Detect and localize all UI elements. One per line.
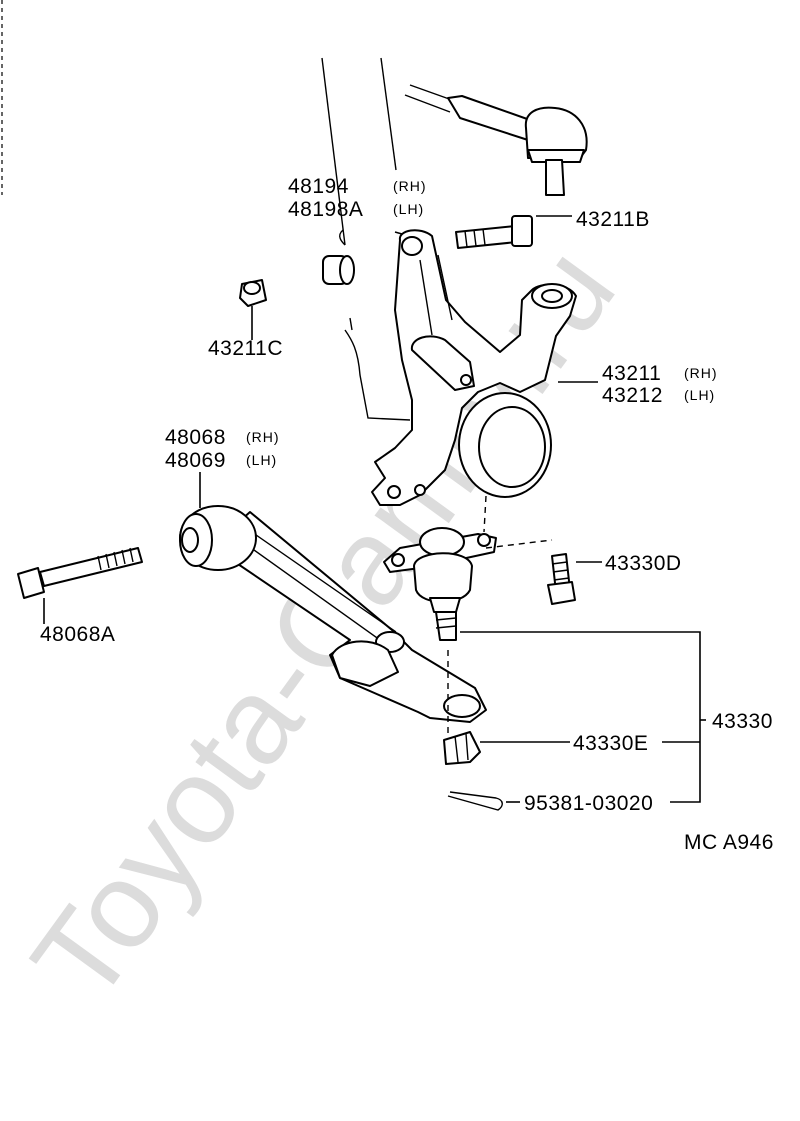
label-48068A: 48068A — [40, 623, 115, 646]
label-48198A: 48198A — [288, 198, 363, 221]
nut-43211C — [239, 279, 267, 307]
label-43211B: 43211B — [576, 208, 650, 231]
label-43211C: 43211C — [208, 337, 283, 360]
label-48068-side: (RH) — [246, 429, 280, 445]
label-43330: 43330 — [712, 710, 773, 733]
cam-bolt-48194 — [322, 229, 411, 421]
label-43330E: 43330E — [573, 732, 648, 755]
part-labels: 48194 (RH) 48198A (LH) 43211B 43211C 432… — [40, 175, 774, 854]
tie-rod-end — [404, 84, 588, 196]
label-95381-03020: 95381-03020 — [524, 792, 653, 815]
steering-knuckle — [371, 229, 577, 506]
label-48194-side: (RH) — [393, 178, 427, 194]
strut-lines — [321, 57, 397, 246]
ball-joint — [383, 527, 497, 641]
leader-lines — [43, 215, 706, 803]
bolt-43211B — [455, 215, 533, 249]
label-43212-side: (LH) — [684, 387, 715, 403]
diagram-code: MC A946 — [684, 831, 774, 854]
label-43211: 43211 — [602, 362, 661, 385]
label-48068: 48068 — [165, 426, 226, 449]
label-48069: 48069 — [165, 449, 226, 472]
label-48069-side: (LH) — [246, 452, 277, 468]
label-48198A-side: (LH) — [393, 201, 424, 217]
bolt-48068A — [17, 547, 143, 599]
bolt-43330D — [547, 553, 576, 605]
label-43212: 43212 — [602, 384, 663, 407]
assembly-dash-lines — [447, 495, 553, 735]
nut-43330E — [443, 731, 481, 765]
label-43211-side: (RH) — [684, 365, 718, 381]
label-43330D: 43330D — [605, 552, 682, 575]
lower-control-arm — [179, 505, 487, 723]
cotter-pin — [447, 791, 503, 811]
label-48194: 48194 — [288, 175, 349, 198]
